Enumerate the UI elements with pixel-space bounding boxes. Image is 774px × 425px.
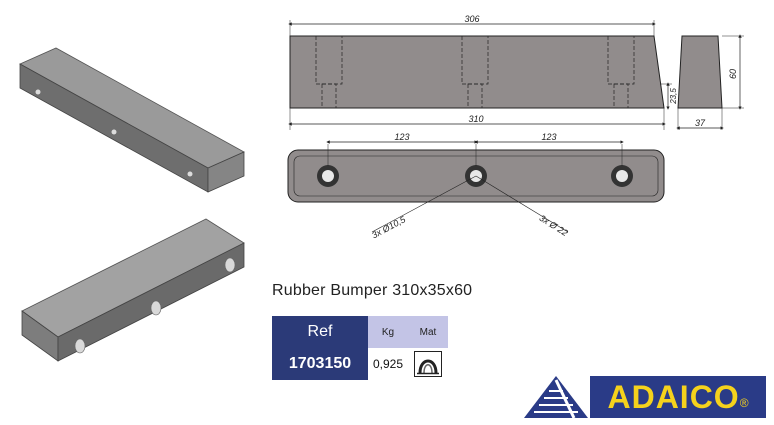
hole-left [317,165,339,187]
registered-mark: ® [739,396,749,410]
bolt-hole [150,300,162,316]
hole-right [611,165,633,187]
adaico-triangle-logo-icon [524,376,588,419]
kg-header: Kg [368,316,408,348]
dim-23-5-label: 23,5 [669,88,678,105]
spec-table: Ref 1703150 Kg Mat 0,925 [272,316,448,380]
bolt-hole [187,171,193,177]
dim-60-label: 60 [728,69,738,79]
bolt-hole [111,129,117,135]
dim-306-label: 306 [464,14,479,24]
bumper-3d-render-bottom [21,218,245,362]
dim-123-left-label: 123 [394,132,409,142]
bolt-hole [224,257,236,273]
ref-value: 1703150 [272,348,368,380]
mat-cell [408,348,448,380]
technical-drawing: 306 310 23,5 60 37 123 123 3x Ø10,5 3x Ø… [287,14,744,240]
hole-small-callout: 3x Ø10,5 [370,214,408,240]
dim-123-right-label: 123 [541,132,556,142]
product-title: Rubber Bumper 310x35x60 [272,282,473,299]
brand-name: ADAICO [607,378,740,415]
bolt-hole [74,338,86,354]
dim-37-label: 37 [695,118,706,128]
kg-value: 0,925 [368,348,408,380]
bumper-3d-render-top [19,47,245,193]
hole-large-callout: 3x Ø 22 [538,213,570,238]
ref-header: Ref [272,316,368,348]
side-view [677,35,723,109]
adaico-logo: ADAICO® [590,376,766,418]
bolt-hole [35,89,41,95]
dim-310-label: 310 [468,114,483,124]
rubber-tire-icon [414,351,442,377]
mat-header: Mat [408,316,448,348]
